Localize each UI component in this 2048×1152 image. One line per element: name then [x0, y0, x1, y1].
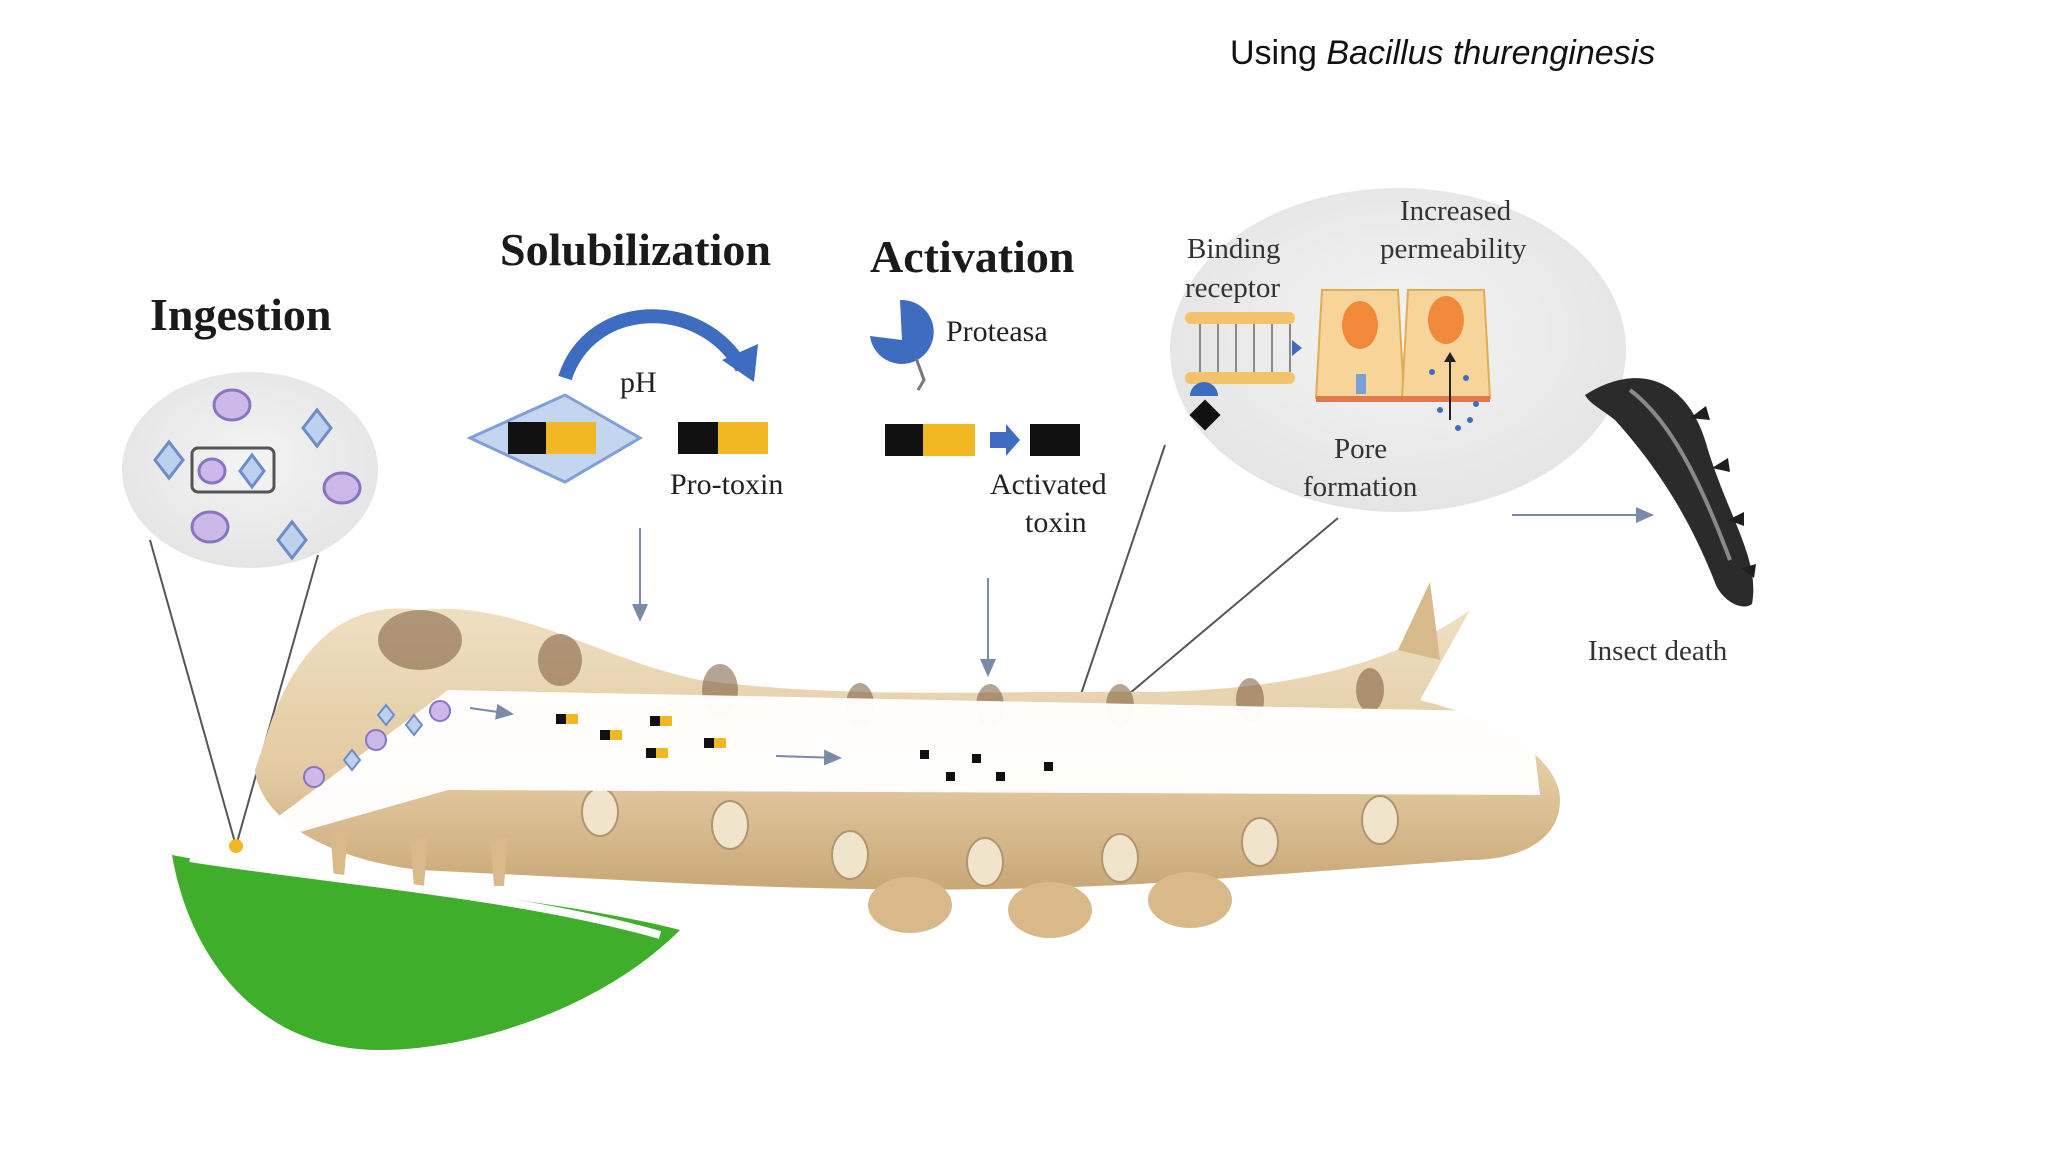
activation-arrow-icon	[990, 424, 1020, 456]
protoxin-block-yellow	[546, 422, 596, 454]
caterpillar-illustration	[240, 582, 1560, 938]
membrane-receptor-icon	[1185, 312, 1302, 431]
ingestion-bubble	[122, 372, 378, 847]
spore-crystal-complex-icon	[190, 446, 276, 494]
dead-insect-icon	[1585, 378, 1756, 607]
protoxin-particles	[556, 714, 726, 758]
activated-toxin-block	[1030, 424, 1080, 456]
proteasa-label: Proteasa	[946, 315, 1048, 348]
insect-death-label: Insect death	[1588, 635, 1728, 667]
spore-icon	[190, 388, 362, 544]
activated-toxin-label-line2: toxin	[1025, 506, 1087, 539]
protease-icon	[870, 299, 934, 364]
leaf-icon	[172, 839, 680, 1050]
activated-toxin-particles	[920, 750, 1053, 781]
pore-formation-label-line2: formation	[1303, 471, 1418, 503]
binding-receptor-label-line2: receptor	[1185, 272, 1280, 304]
activated-toxin-label-line1: Activated	[990, 468, 1107, 501]
slide-title: Using Bacillus thurenginesis	[1230, 34, 1655, 73]
stage-solubilization-label: Solubilization	[500, 224, 771, 275]
stage-ingestion-label: Ingestion	[150, 289, 331, 340]
slide-title-species: Bacillus thurenginesis	[1326, 34, 1656, 72]
increased-permeability-label-line1: Increased	[1400, 195, 1512, 227]
activation-panel: Proteasa Activated toxin	[870, 299, 1107, 677]
stage-activation-label: Activation	[870, 231, 1074, 282]
pore-formation-label-line1: Pore	[1334, 433, 1387, 465]
protoxin-block-black	[508, 422, 546, 454]
ph-label: pH	[620, 366, 657, 399]
gut-cell-icon	[1314, 289, 1492, 431]
crystal-icon	[153, 407, 333, 561]
pro-toxin-label: Pro-toxin	[670, 468, 783, 501]
solubilization-panel: pH Pro-toxin	[466, 309, 783, 622]
pore-formation-bubble: Binding receptor Increased permeability	[1074, 188, 1626, 721]
gut-tube	[240, 690, 1540, 845]
increased-permeability-label-line2: permeability	[1380, 233, 1527, 265]
slide-title-prefix: Using	[1230, 34, 1327, 72]
ph-arrow-icon	[722, 344, 758, 382]
binding-receptor-label-line1: Binding	[1187, 233, 1280, 265]
